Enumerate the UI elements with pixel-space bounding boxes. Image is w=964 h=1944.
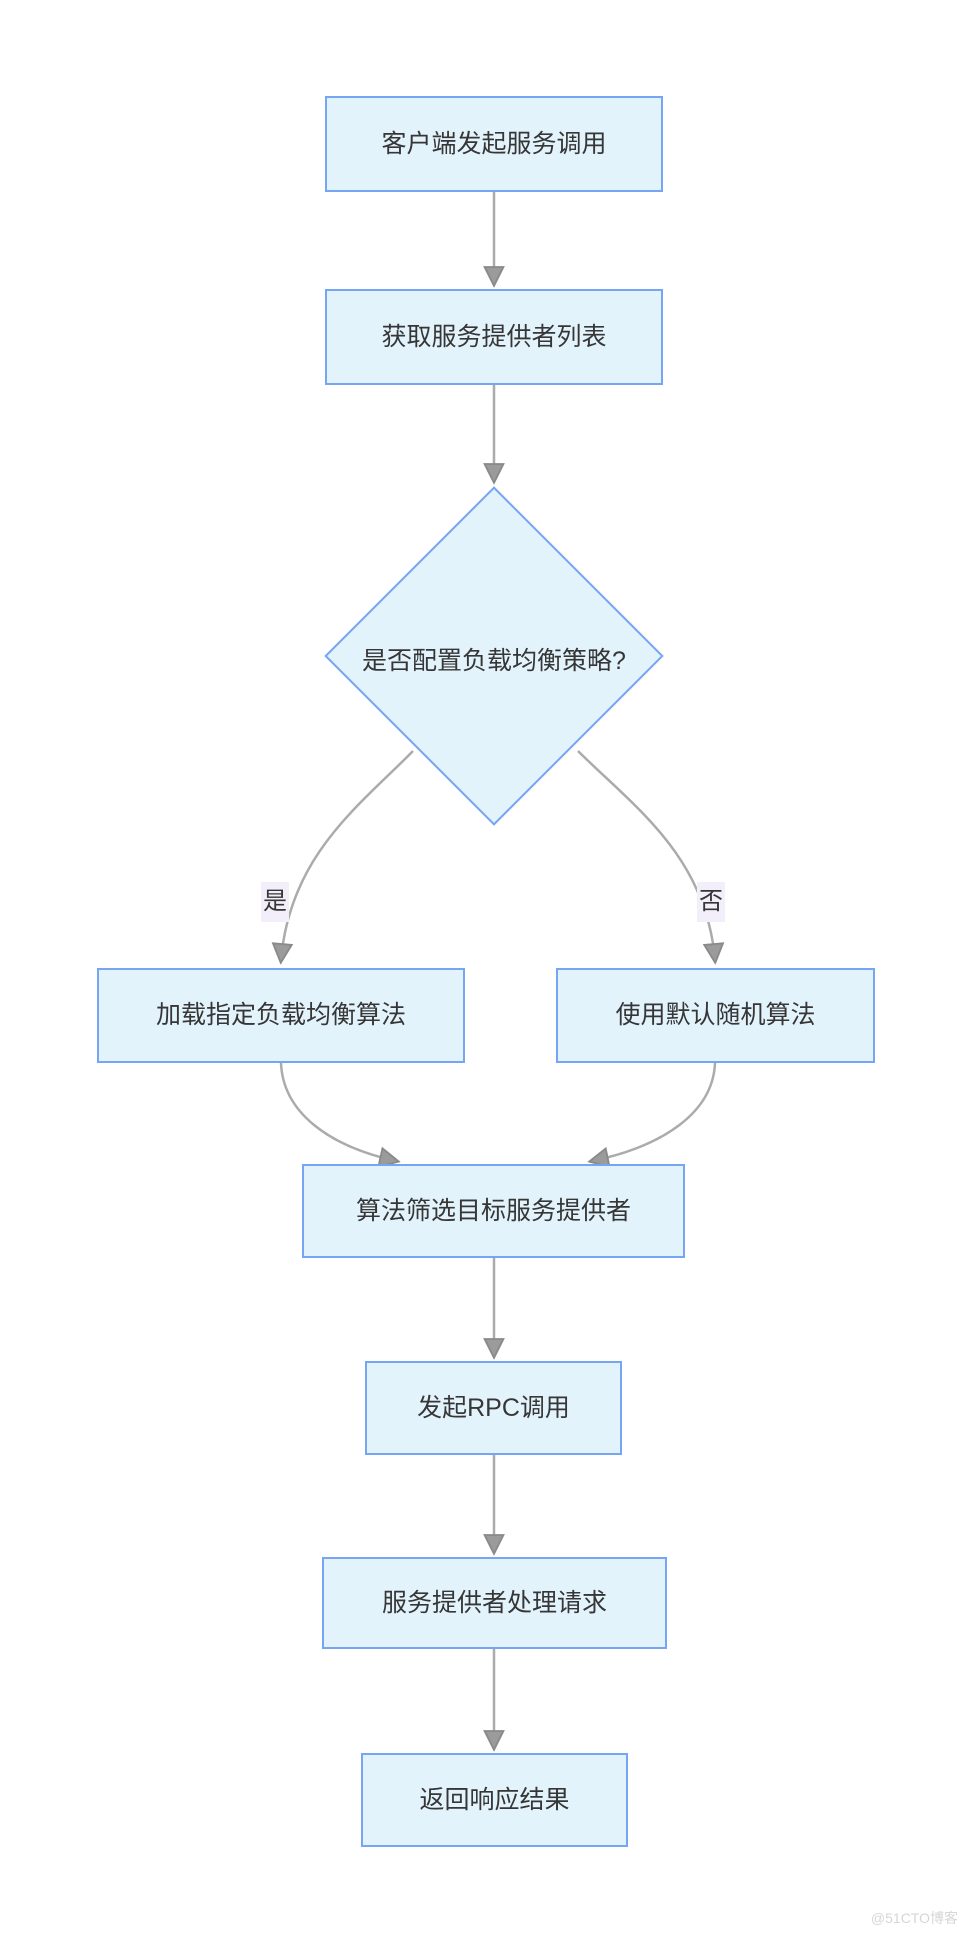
node-filter-target: 算法筛选目标服务提供者 [302,1164,685,1258]
edge-label-no: 否 [697,882,725,923]
node-get-providers: 获取服务提供者列表 [325,289,663,385]
edge-decision-yes [281,750,414,960]
node-return-result: 返回响应结果 [361,1753,628,1847]
node-decision-label: 是否配置负载均衡策略? [362,647,626,675]
node-start: 客户端发起服务调用 [325,96,663,192]
edge-load-specified-to-filter [279,1062,396,1161]
watermark-51cto: @51CTO博客 [870,1910,958,1926]
node-load-specified: 加载指定负载均衡算法 [97,968,465,1063]
edge-label-yes: 是 [261,882,289,923]
edge-decision-no [577,750,715,960]
node-rpc-call: 发起RPC调用 [365,1361,622,1455]
node-provider-handle: 服务提供者处理请求 [322,1557,667,1649]
node-use-default: 使用默认随机算法 [556,968,875,1063]
edge-use-default-to-filter [592,1062,717,1161]
